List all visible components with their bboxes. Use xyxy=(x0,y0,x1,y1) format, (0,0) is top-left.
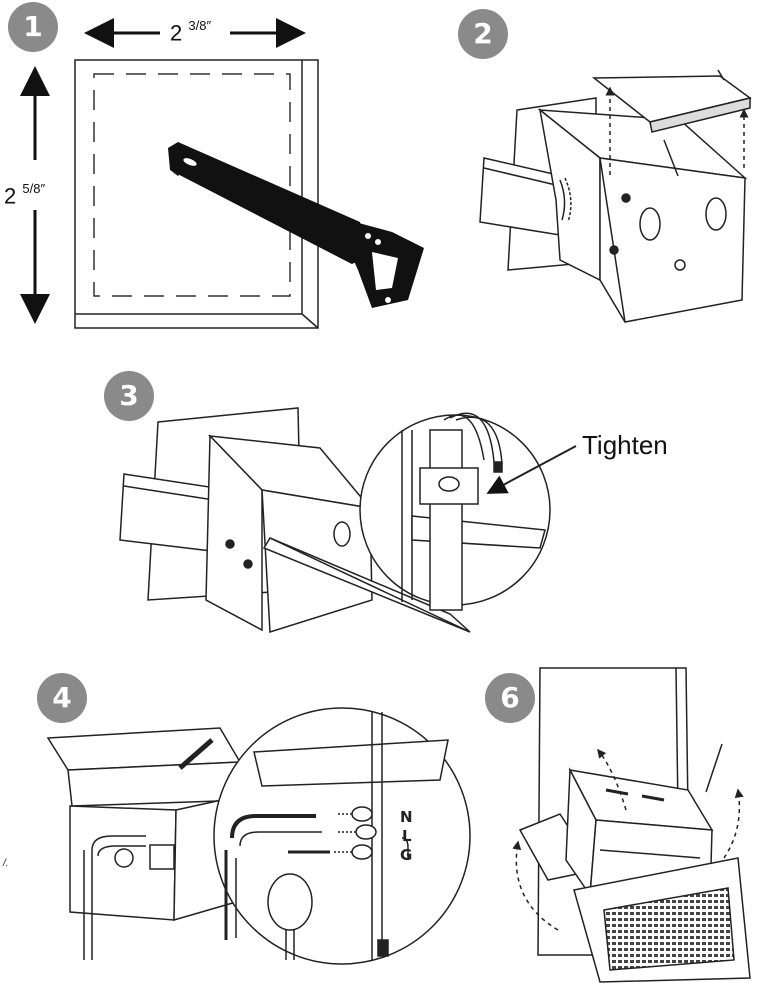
tighten-label: Tighten xyxy=(582,430,668,460)
step-badge-3: 3 xyxy=(104,371,154,421)
width-dimension-whole: 2 xyxy=(170,20,183,46)
step-badge-2: 2 xyxy=(458,9,508,59)
height-dimension-label: 2 5/8″ xyxy=(4,181,46,209)
terminal-label-l: L xyxy=(402,827,412,845)
screwdriver-icon xyxy=(262,537,471,633)
step2-box-insert xyxy=(479,69,752,323)
light-fixture-icon xyxy=(565,767,751,983)
step-badge-6: 6 xyxy=(485,673,535,723)
tighten-pointer xyxy=(486,445,577,494)
junction-box-icon xyxy=(537,108,748,323)
step1-cutout xyxy=(20,18,424,329)
height-dimension-fraction: 5/8″ xyxy=(22,181,46,196)
wire-nut-icon xyxy=(334,806,377,860)
step3-clamp xyxy=(119,407,577,634)
terminal-label-g: G xyxy=(400,846,412,864)
step-badge-1: 1 xyxy=(8,2,58,52)
width-dimension-label: 2 3/8″ xyxy=(170,18,212,46)
stray-text: /. xyxy=(3,858,9,869)
saw-icon xyxy=(168,142,424,308)
cut-line xyxy=(93,73,291,297)
step-badge-4: 4 xyxy=(37,673,87,723)
step4-wiring xyxy=(46,707,471,965)
width-dimension-fraction: 3/8″ xyxy=(188,18,212,33)
terminal-label-n: N xyxy=(400,808,413,826)
height-dimension-whole: 2 xyxy=(4,183,17,209)
step6-fixture xyxy=(512,667,751,983)
